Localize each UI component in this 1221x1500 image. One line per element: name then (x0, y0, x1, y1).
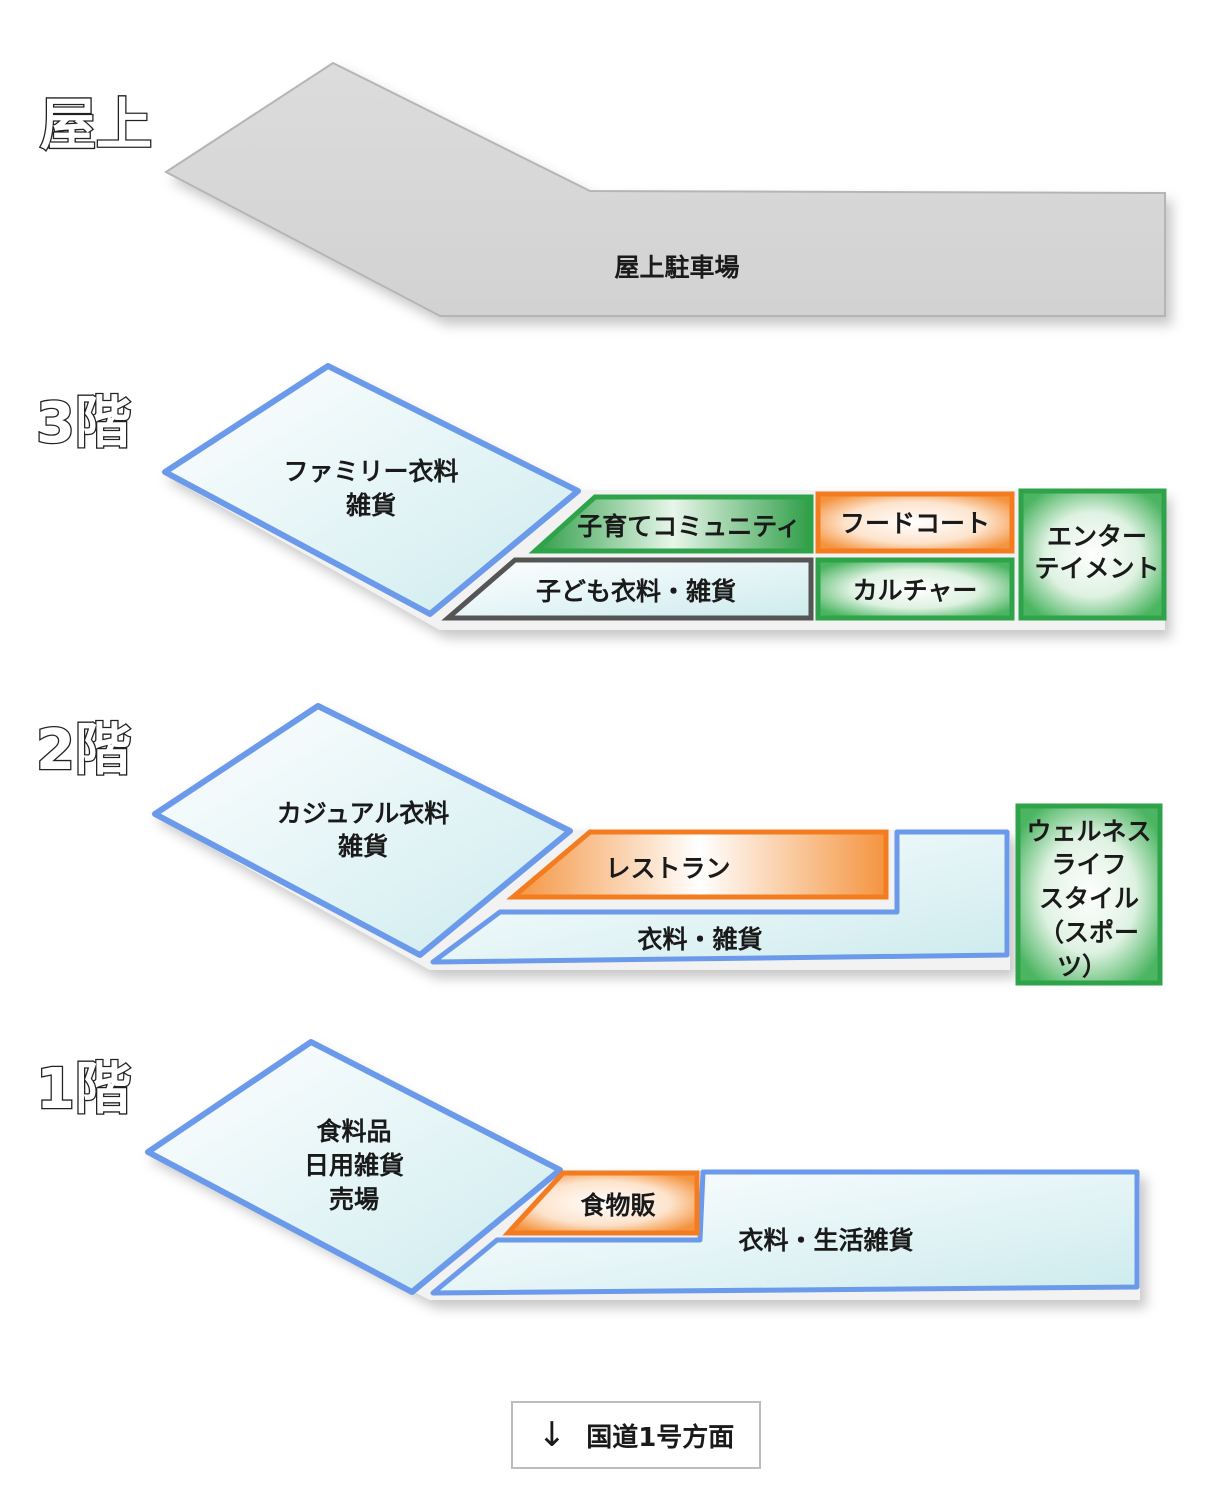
floor-label-3: 3階 (36, 391, 131, 456)
wellness-label-2: ライフ (1051, 850, 1126, 879)
zone-entertainment[interactable] (1018, 488, 1167, 621)
food-court-label: フードコート (840, 509, 990, 538)
zone-wellness-lifestyle[interactable] (1015, 803, 1163, 986)
zone-food-court[interactable] (815, 491, 1015, 554)
zone-family-clothing[interactable] (162, 363, 581, 617)
floor-1: 1階 食料品 日用雑貨 売場 衣料・生活雑貨 食物販 (35, 1039, 1140, 1300)
direction-label: 国道1号方面 (586, 1422, 735, 1453)
zone-childcare-community[interactable] (528, 494, 814, 554)
family-clothing-label-1: ファミリー衣料 (283, 457, 458, 486)
wellness-label-3: スタイル (1039, 884, 1139, 913)
direction-indicator: ↓ 国道1号方面 (511, 1401, 761, 1469)
food-daily-label-3: 売場 (329, 1185, 379, 1214)
zone-food-stall[interactable] (502, 1170, 700, 1236)
food-stall-label: 食物販 (580, 1191, 656, 1220)
restaurant-label: レストラン (605, 854, 730, 883)
zone-restaurant[interactable] (506, 829, 889, 900)
casual-clothing-label-1: カジュアル衣料 (277, 799, 450, 828)
floor-3: 3階 ファミリー衣料 雑貨 子育てコミュニティ 子ども衣料・雑貨 フードコート … (35, 363, 1167, 630)
floor-label-2: 2階 (36, 718, 131, 783)
wellness-label-4: （スポー (1039, 918, 1139, 947)
wellness-label-5: ツ） (1057, 952, 1107, 981)
childcare-community-label: 子育てコミュニティ (577, 512, 801, 541)
zone-kids-clothing[interactable] (441, 557, 814, 621)
floor-2: 2階 カジュアル衣料 雑貨 衣料・雑貨 レストラン ウェルネス ライフ スタイル… (35, 703, 1163, 986)
family-clothing-label-2: 雑貨 (345, 491, 396, 520)
roof-parking-zone[interactable] (164, 61, 1166, 317)
culture-label: カルチャー (853, 576, 978, 605)
entertainment-label-2: テイメント (1034, 554, 1159, 583)
zone-clothing-living[interactable] (430, 1169, 1140, 1296)
entertainment-label-1: エンター (1047, 522, 1147, 551)
zone-food-daily-goods[interactable] (145, 1039, 563, 1295)
floor-roof: 屋上 屋上駐車場 (39, 61, 1166, 317)
zone-culture[interactable] (815, 557, 1015, 621)
down-arrow-icon: ↓ (537, 1415, 567, 1455)
clothing-goods-label: 衣料・雑貨 (637, 925, 762, 954)
food-daily-label-1: 食料品 (316, 1117, 391, 1146)
casual-clothing-label-2: 雑貨 (337, 832, 388, 861)
wellness-label-1: ウェルネス (1026, 817, 1151, 846)
floor-label-1: 1階 (36, 1057, 131, 1122)
zone-casual-clothing[interactable] (152, 703, 573, 958)
food-daily-label-2: 日用雑貨 (304, 1151, 404, 1180)
floor-label-roof: 屋上 (40, 93, 152, 158)
kids-clothing-label: 子ども衣料・雑貨 (536, 577, 736, 606)
roof-parking-label: 屋上駐車場 (614, 253, 739, 282)
clothing-living-label: 衣料・生活雑貨 (738, 1226, 913, 1255)
zone-clothing-goods[interactable] (430, 829, 1010, 965)
